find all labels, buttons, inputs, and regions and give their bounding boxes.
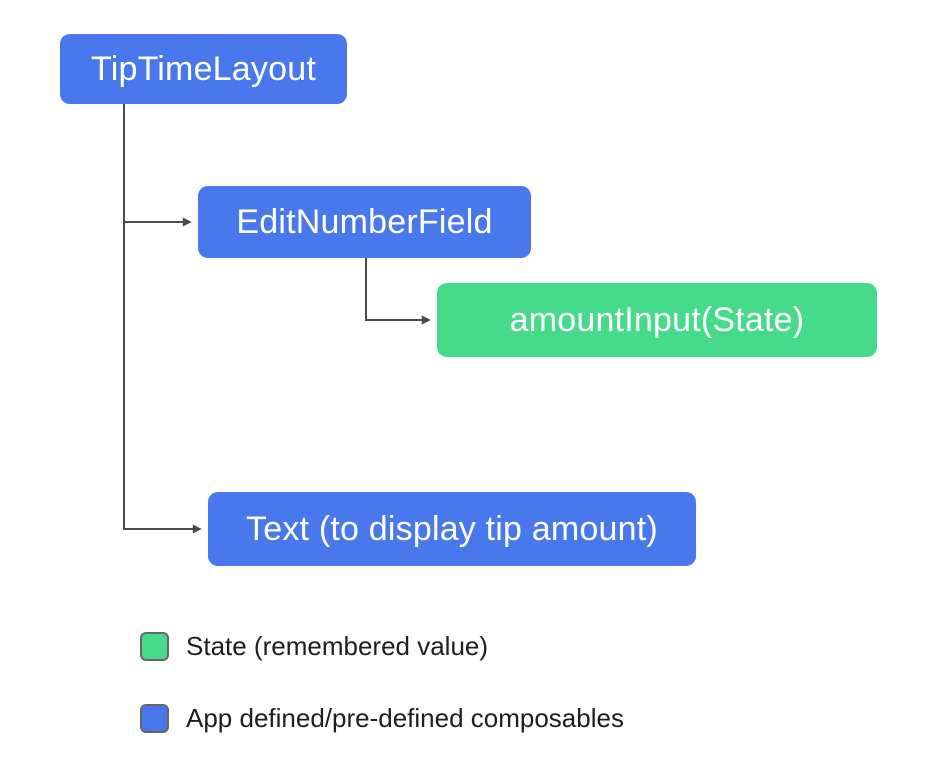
node-amountinput-state-label: amountInput(State): [509, 301, 805, 339]
legend-item-state: State (remembered value): [140, 631, 488, 661]
legend-item-composables: App defined/pre-defined composables: [140, 703, 624, 733]
node-editnumberfield-label: EditNumberField: [236, 203, 493, 241]
edge-editnumberfield-to-amountinput: [365, 258, 431, 325]
node-editnumberfield: EditNumberField: [198, 186, 531, 258]
legend-swatch-state: [140, 631, 169, 661]
legend-label-composables: App defined/pre-defined composables: [186, 703, 624, 733]
node-tiptimelayout: TipTimeLayout: [60, 34, 347, 104]
node-text-display-tip-amount-label: Text (to display tip amount): [246, 510, 658, 548]
node-amountinput-state: amountInput(State): [437, 283, 877, 357]
legend-swatch-composables: [140, 703, 169, 733]
legend-label-state: State (remembered value): [186, 631, 489, 661]
node-text-display-tip-amount: Text (to display tip amount): [208, 492, 696, 566]
edge-tiptimelayout-to-textdisplay: [123, 104, 202, 534]
node-tiptimelayout-label: TipTimeLayout: [91, 50, 316, 88]
